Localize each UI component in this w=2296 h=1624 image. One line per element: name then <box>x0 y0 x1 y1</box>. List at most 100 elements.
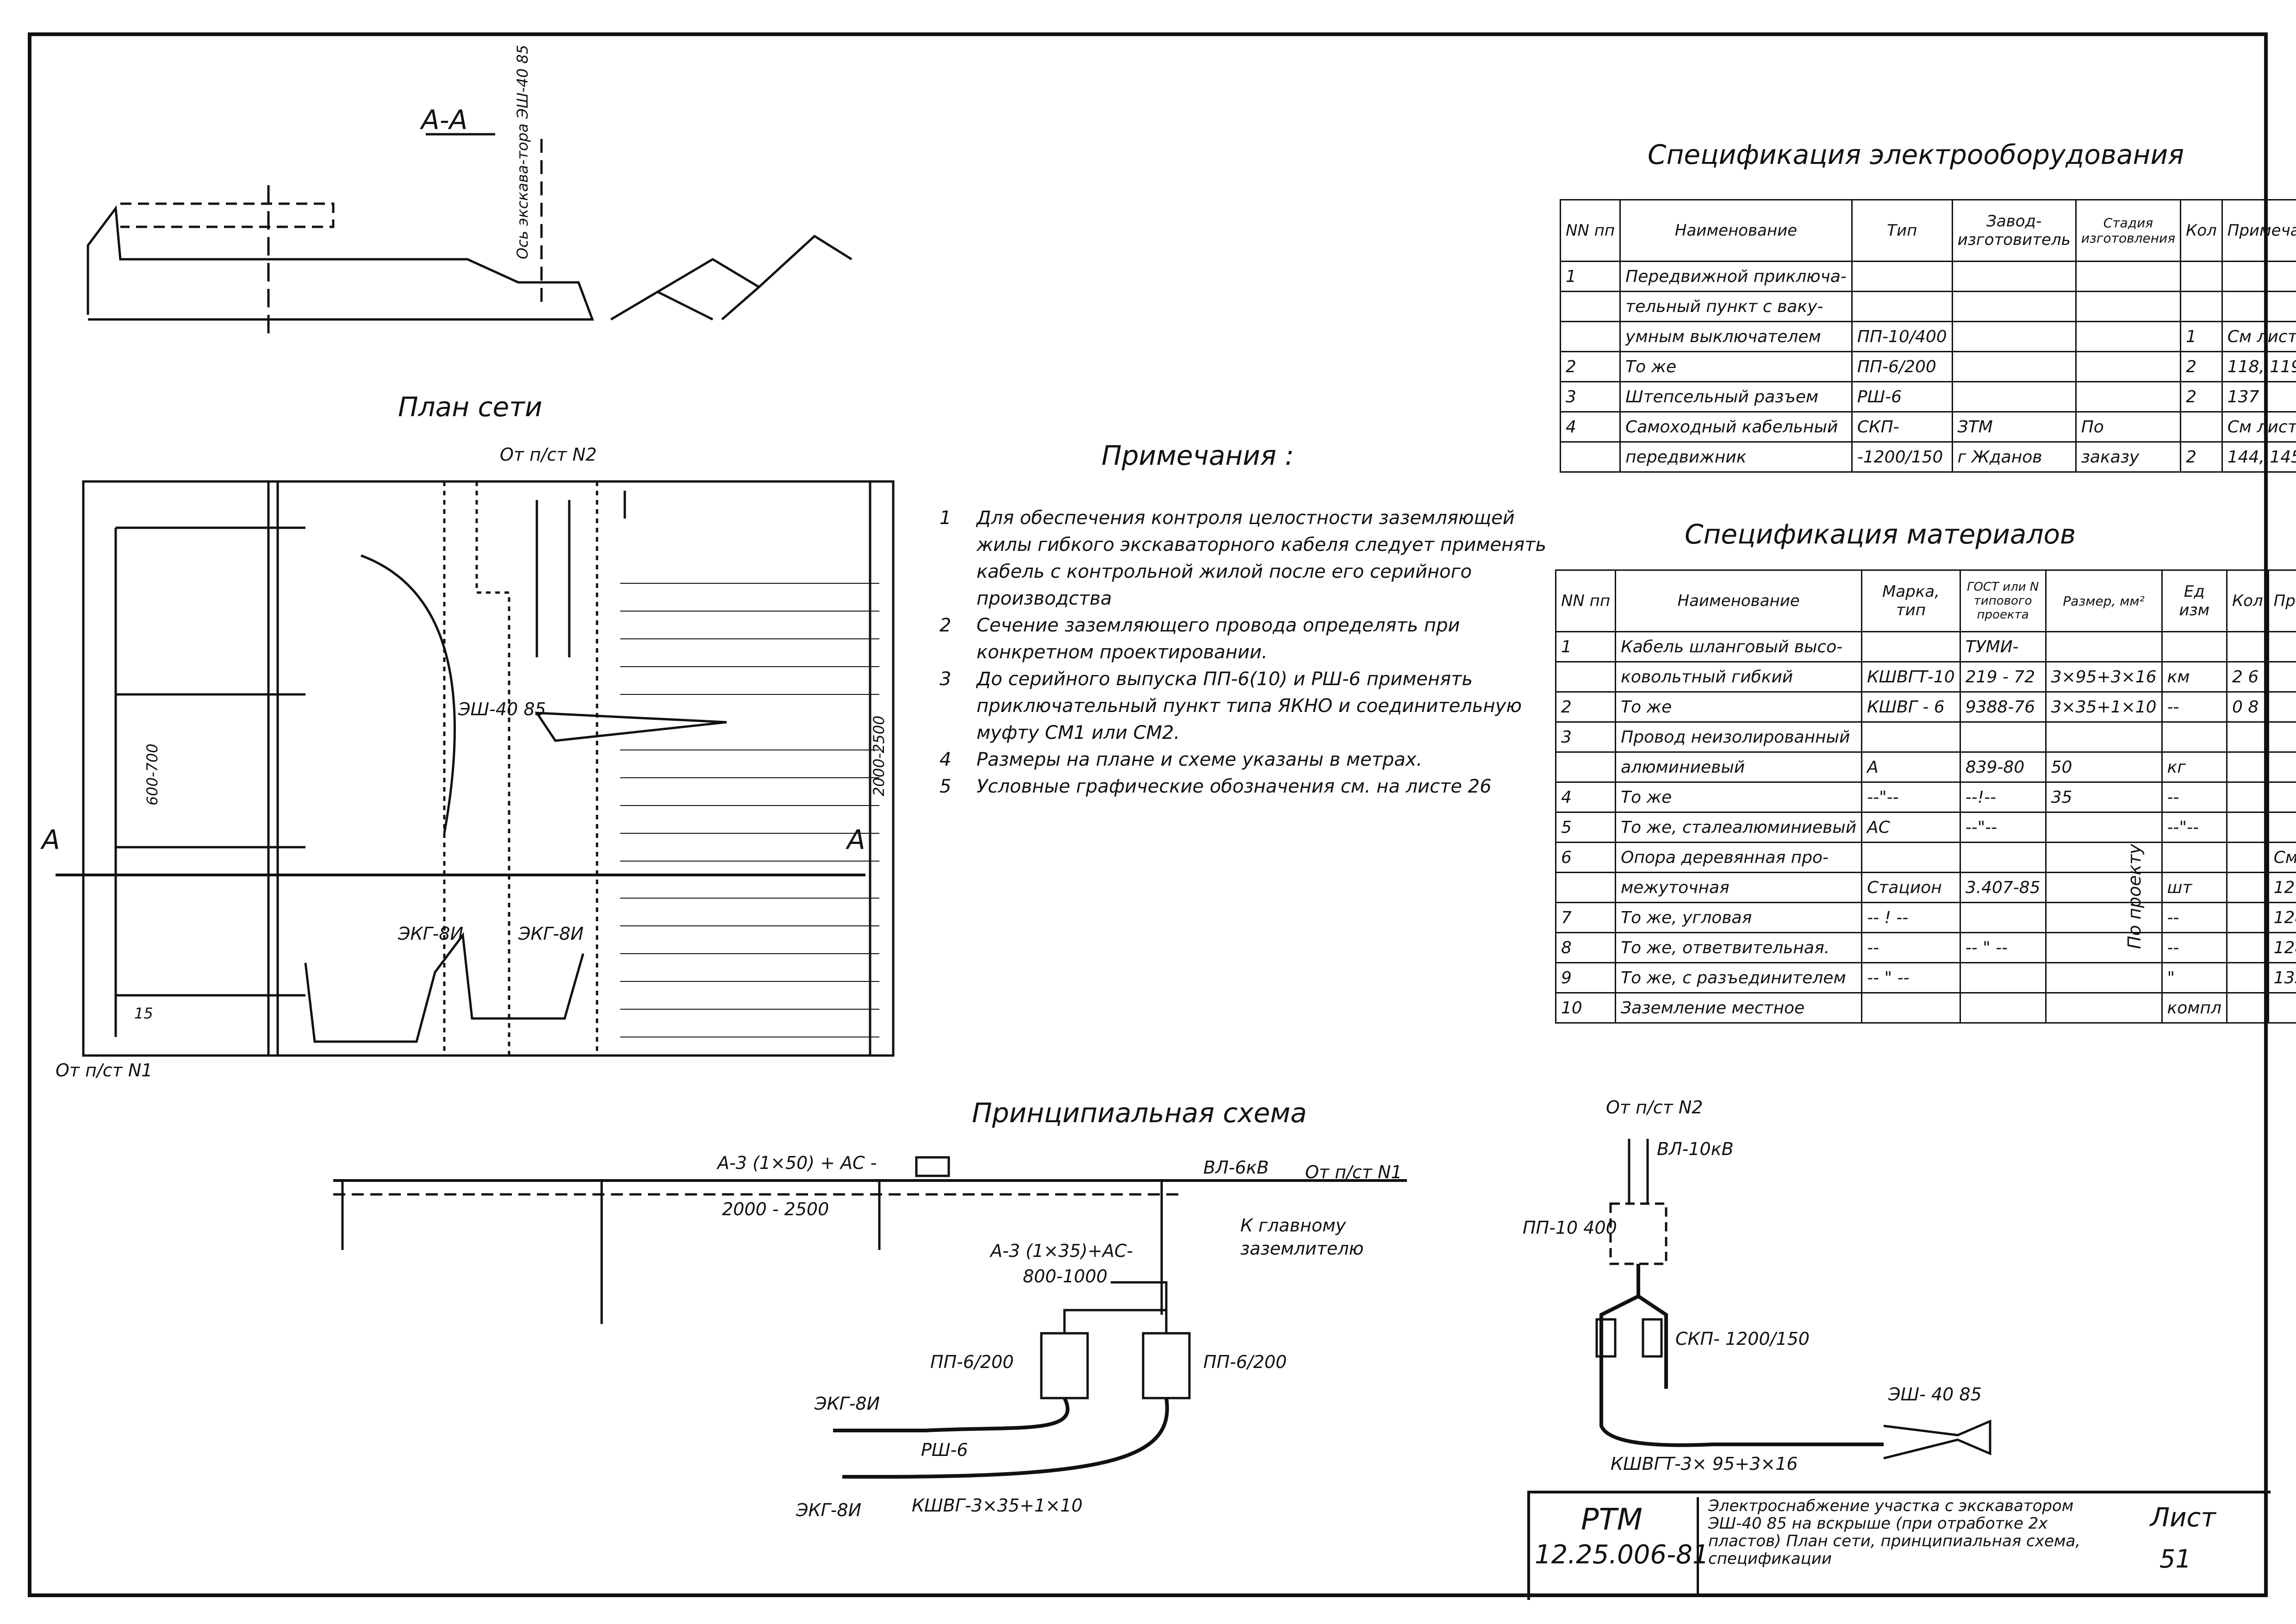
stamp-sheet-number: 51 <box>2159 1544 2191 1574</box>
table-cell: 4 <box>1559 411 1621 443</box>
schema2-from-sub2: От п/ст N2 <box>1606 1097 1703 1118</box>
table-cell <box>2075 321 2182 352</box>
table-cell <box>1861 842 1961 873</box>
table-cell <box>1959 962 2047 993</box>
table-cell: передвижник <box>1619 441 1853 473</box>
schema2-skp: СКП- 1200/150 <box>1675 1329 1810 1349</box>
table-cell: -- <box>2161 781 2228 813</box>
table-cell: 137 <box>2221 381 2296 412</box>
table-cell: То же <box>1615 781 1863 813</box>
plan-dim-600: 600-700 <box>143 743 161 806</box>
spec-materials-title: Спецификация материалов <box>1685 518 2076 550</box>
title-block: РТМ 12.25.006-81 Электроснабжение участк… <box>1527 1491 2271 1600</box>
table-header: Ед изм <box>2161 569 2228 632</box>
table-header: Примечание <box>2221 199 2296 262</box>
table-cell: --"-- <box>1861 781 1961 813</box>
table-cell: --"-- <box>2161 812 2228 843</box>
plan-exc2: ЭКГ-8И <box>518 924 584 944</box>
table-cell: 2 <box>1559 351 1621 382</box>
table-cell <box>1851 291 1953 322</box>
section-profile <box>87 205 594 321</box>
plan-cable-route <box>304 932 585 1043</box>
table-cell: шт <box>2161 872 2228 903</box>
table-cell <box>2226 932 2269 963</box>
table-cell: 1 <box>2180 321 2223 352</box>
table-cell: км <box>2161 661 2228 693</box>
table-cell: 4 <box>1555 781 1617 813</box>
table-header: NN пп <box>1559 199 1621 262</box>
table-cell <box>1951 291 2077 322</box>
table-cell <box>2045 962 2163 993</box>
table-cell <box>2045 872 2163 903</box>
stamp-sheet-label: Лист <box>2150 1503 2216 1533</box>
table-cell <box>2161 721 2228 753</box>
table-cell: -- <box>2161 932 2228 963</box>
table-cell <box>2226 992 2269 1024</box>
schema-marker <box>915 1156 950 1177</box>
table-cell <box>2226 721 2269 753</box>
table-cell: А <box>1861 751 1961 783</box>
table-cell <box>2226 631 2269 662</box>
table-header: NN пп <box>1555 569 1617 632</box>
table-cell: АС <box>1861 812 1961 843</box>
schema2-pp <box>1609 1202 1668 1265</box>
table-cell: То же, угловая <box>1615 902 1863 933</box>
table-cell <box>2267 721 2296 753</box>
table-cell: --"-- <box>1959 812 2047 843</box>
table-cell: 10 <box>1555 992 1617 1024</box>
table-cell: ЗТМ <box>1951 411 2077 443</box>
table-cell: 839-80 <box>1959 751 2047 783</box>
notes-title: Примечания : <box>1101 440 1294 471</box>
table-cell: 3 <box>1559 381 1621 412</box>
table-row: тельный пункт с ваку- <box>1559 291 2296 322</box>
table-cell <box>2045 842 2163 873</box>
table-cell: 128 <box>2267 932 2296 963</box>
table-cell: 219 - 72 <box>1959 661 2047 693</box>
schema-dim-800: 800-1000 <box>1023 1266 1108 1287</box>
table-cell <box>1861 631 1961 662</box>
table-cell: 6 <box>1555 842 1617 873</box>
plan-dim-15: 15 <box>134 1005 153 1022</box>
schema2-skp-2 <box>1642 1318 1663 1358</box>
plan-frame <box>82 480 895 1057</box>
table-cell <box>1851 261 1953 292</box>
table-cell: 7 <box>1555 902 1617 933</box>
table-cell: РШ-6 <box>1851 381 1953 412</box>
table-cell <box>1959 721 2047 753</box>
table-cell <box>2226 872 2269 903</box>
table-cell <box>1559 291 1621 322</box>
materials-vertical-note: По проекту <box>2124 843 2145 949</box>
table-cell <box>1951 261 2077 292</box>
plan-feed-lines <box>535 491 626 657</box>
table-cell: 1 <box>1559 261 1621 292</box>
table-cell <box>2226 842 2269 873</box>
table-cell: Передвижной приключа- <box>1619 261 1853 292</box>
table-header: Наименование <box>1619 199 1853 262</box>
plan-title: План сети <box>398 391 542 423</box>
table-cell <box>1959 842 2047 873</box>
plan-lines-left <box>114 526 305 1037</box>
table-cell <box>1559 441 1621 473</box>
schema-branch <box>1063 1281 1168 1333</box>
table-cell <box>2045 932 2163 963</box>
table-cell: " <box>2161 962 2228 993</box>
table-cell <box>2267 631 2296 662</box>
table-header: Кол <box>2180 199 2223 262</box>
table-cell <box>1951 321 2077 352</box>
table-cell: ТУМИ- <box>1959 631 2047 662</box>
table-cell: См лист <box>2221 411 2296 443</box>
table-cell <box>2226 902 2269 933</box>
table-cell: г Жданов <box>1951 441 2077 473</box>
table-cell: 144, 145 <box>2221 441 2296 473</box>
table-header: Размер, мм² <box>2045 569 2163 632</box>
table-cell: -- " -- <box>1959 932 2047 963</box>
schema-poles <box>341 1181 1163 1324</box>
table-cell: 1 <box>1555 631 1617 662</box>
